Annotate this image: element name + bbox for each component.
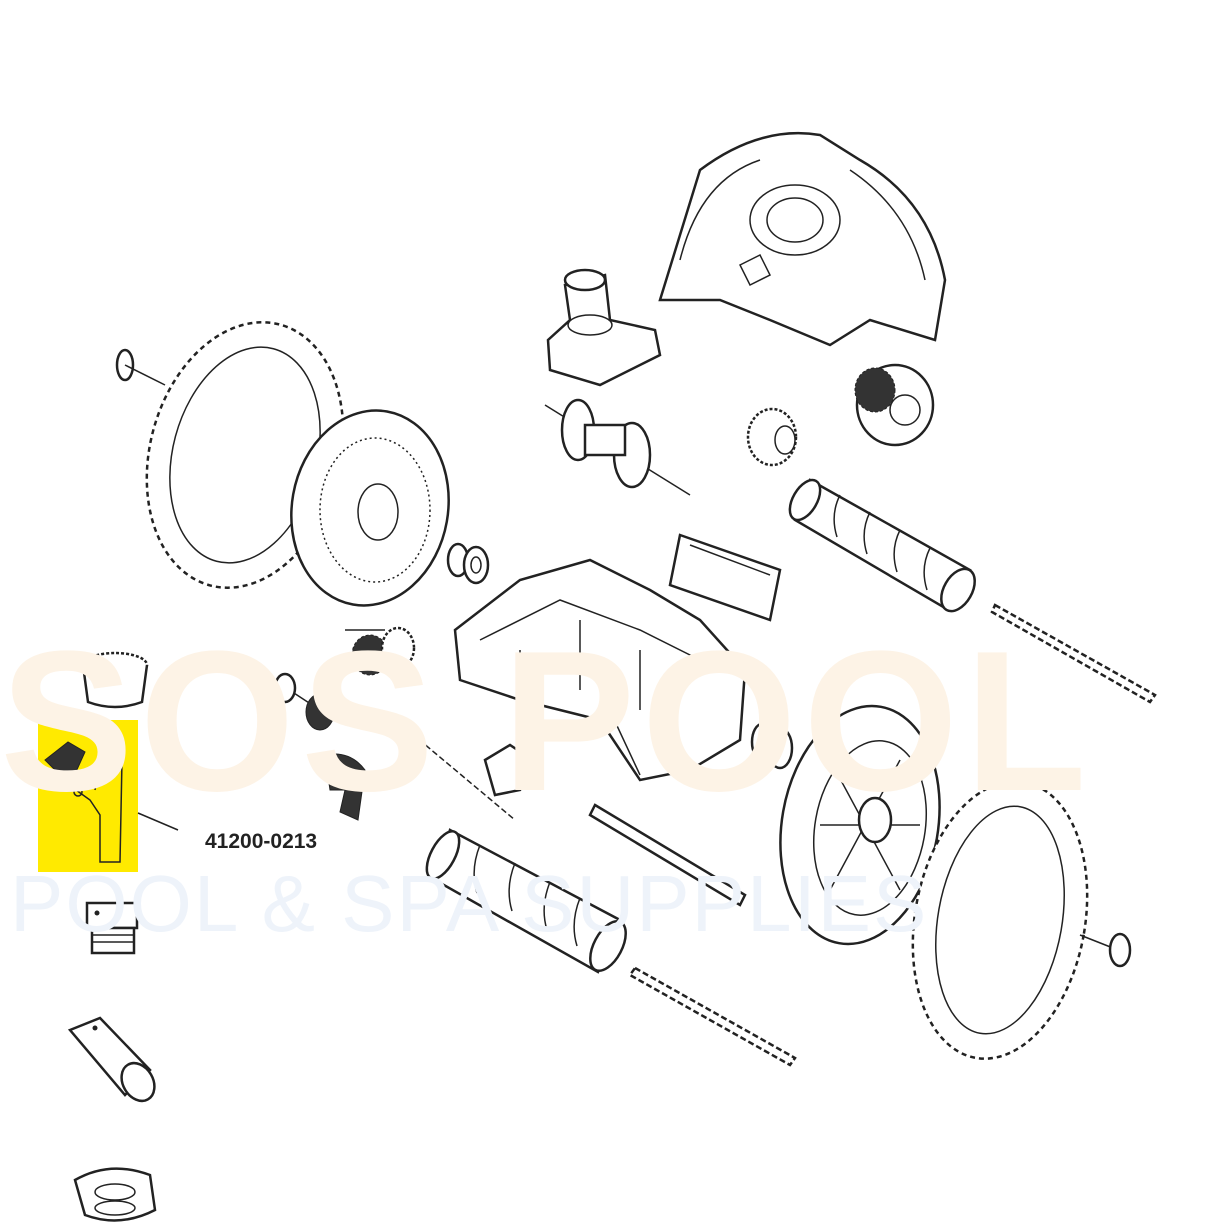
part-gear-pulley[interactable] <box>854 363 935 447</box>
part-roller-top[interactable] <box>784 475 982 617</box>
part-wheel-right[interactable] <box>762 693 957 956</box>
part-clip[interactable] <box>324 753 366 821</box>
part-axle-bottom[interactable] <box>628 966 797 1067</box>
part-cap[interactable] <box>73 1167 157 1222</box>
part-impeller[interactable] <box>544 398 691 496</box>
part-adapter[interactable] <box>85 901 139 955</box>
part-axle-lower[interactable] <box>397 721 527 821</box>
part-drive-shaft[interactable] <box>261 671 336 731</box>
part-number-label: 41200-0213 <box>205 830 318 853</box>
part-gear-pair[interactable] <box>345 626 416 676</box>
watermark-brand: SOS POOL <box>0 610 1093 833</box>
part-highlighted-swivel[interactable] <box>38 720 138 872</box>
part-bearing-left[interactable] <box>446 542 490 585</box>
part-gear-small[interactable] <box>746 407 798 467</box>
callout-leader-line <box>137 812 179 831</box>
part-filter[interactable] <box>668 533 782 622</box>
part-pin-top-left[interactable] <box>115 348 166 386</box>
part-axle-right[interactable] <box>990 603 1157 704</box>
part-tire-right[interactable] <box>892 767 1108 1072</box>
part-ring-nut[interactable] <box>81 651 149 709</box>
part-top-body[interactable] <box>658 131 947 347</box>
part-swivel-head[interactable] <box>546 268 662 387</box>
watermark-tagline: POOL & SPA SUPPLIES <box>10 859 929 948</box>
part-tube[interactable] <box>67 1016 161 1107</box>
part-chassis[interactable] <box>453 558 747 782</box>
part-bearing-right[interactable] <box>750 722 794 770</box>
part-rail[interactable] <box>588 803 747 907</box>
part-pin-right[interactable] <box>1079 932 1132 968</box>
part-wheel-left[interactable] <box>276 398 464 618</box>
part-roller-bottom[interactable] <box>420 826 633 976</box>
